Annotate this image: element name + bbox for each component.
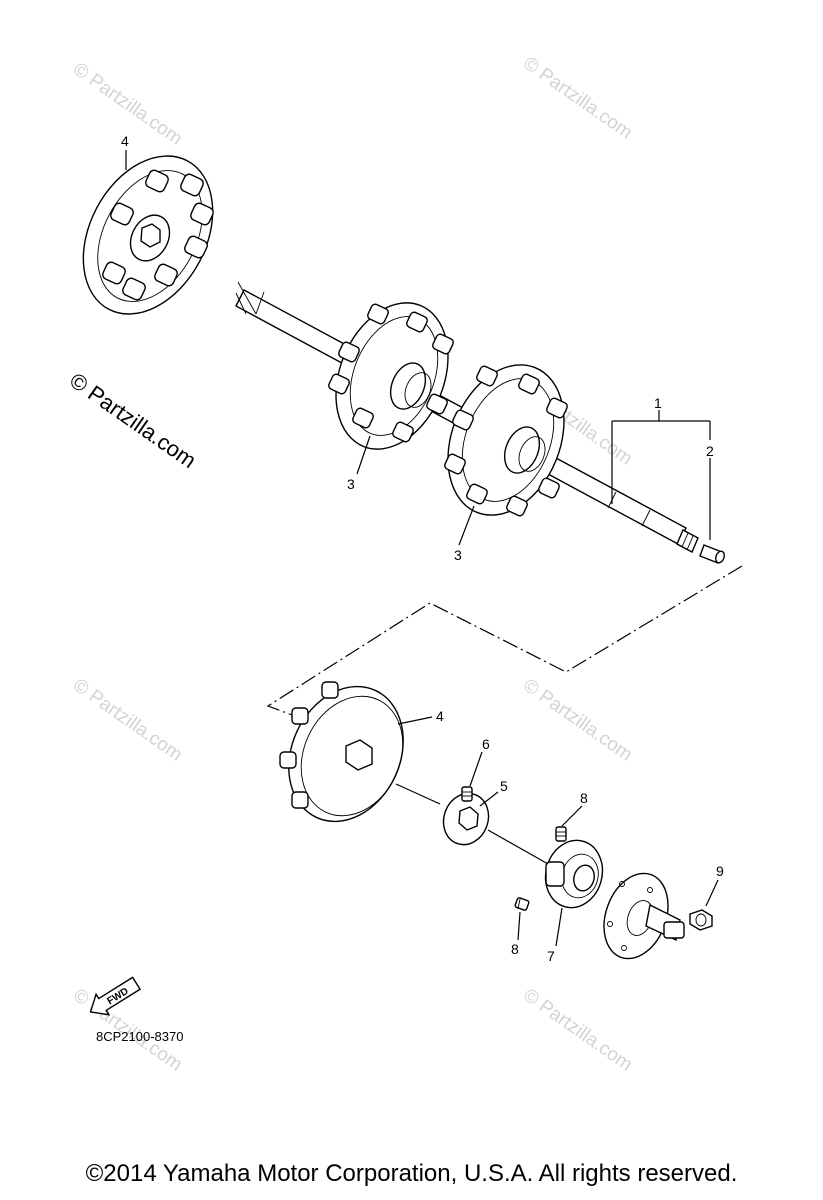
callout-7: 7 (547, 948, 555, 964)
leader-line-6 (469, 751, 483, 787)
diagram-code: 8CP2100-8370 (96, 1029, 183, 1044)
callout-4: 4 (436, 708, 444, 724)
watermark: © Partzilla.com (69, 675, 186, 766)
callout-2: 2 (706, 443, 714, 459)
callout-6: 6 (482, 736, 490, 752)
watermark: © Partzilla.com (519, 53, 636, 144)
callout-bracket-1-2 (611, 410, 711, 540)
shaft-end-plug-2 (699, 544, 725, 564)
sprocket-wheel-4-top (82, 155, 214, 315)
leader-line-5 (479, 791, 499, 807)
set-screw-6 (461, 786, 473, 802)
set-screw-8-upper (555, 826, 567, 842)
leader-line-3-right (458, 505, 475, 546)
sprocket-3-right (444, 364, 568, 517)
sprocket-3-left (328, 302, 454, 450)
leader-line-7 (555, 907, 563, 947)
leader-line-3-left (356, 435, 371, 475)
set-screw-8-lower (514, 897, 530, 911)
assembly-axis-line-2 (487, 829, 549, 865)
collar-5 (442, 792, 490, 846)
leader-line-4-lower (397, 716, 433, 725)
watermark-large: © Partzilla.com (65, 368, 201, 474)
callout-4: 4 (121, 133, 129, 149)
flange-hub (603, 872, 685, 960)
callout-3: 3 (454, 547, 462, 563)
callout-8: 8 (580, 790, 588, 806)
sprocket-wheel-4-lower (279, 681, 404, 823)
leader-line-8-upper (561, 805, 583, 827)
callout-5: 5 (500, 778, 508, 794)
nut-9 (689, 909, 713, 931)
bearing-7 (544, 839, 604, 909)
assembly-axis-line (395, 783, 441, 805)
watermark: © Partzilla.com (519, 985, 636, 1076)
callout-8: 8 (511, 941, 519, 957)
leader-line-8-lower (517, 911, 521, 941)
watermark: © Partzilla.com (519, 675, 636, 766)
callouts: 1 2 3 3 4 4 5 6 7 8 8 9 (121, 133, 724, 964)
copyright-notice: ©2014 Yamaha Motor Corporation, U.S.A. A… (85, 1160, 738, 1187)
assembly-association-outline (266, 565, 743, 719)
callout-9: 9 (716, 863, 724, 879)
callout-1: 1 (654, 395, 662, 411)
leader-line-9 (705, 879, 719, 907)
callout-3: 3 (347, 476, 355, 492)
